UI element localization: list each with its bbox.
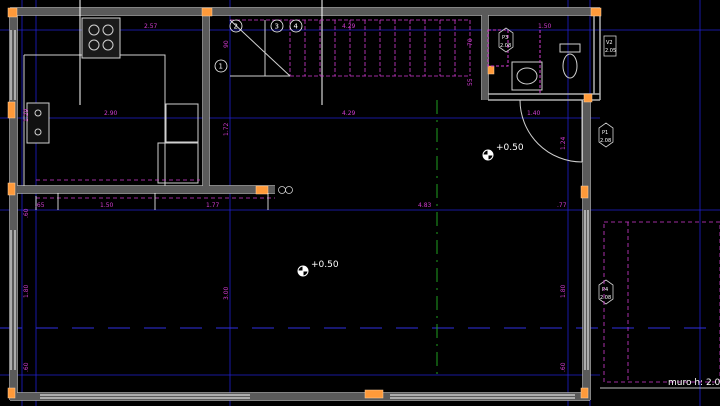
magenta-dashed bbox=[36, 179, 720, 383]
dimension-lines bbox=[35, 193, 269, 210]
dim-stair-small-a: 90 bbox=[223, 40, 230, 48]
level-label-main: +0.50 bbox=[311, 260, 339, 270]
dim-right-bottom: .60 bbox=[560, 362, 567, 372]
outlet-symbol bbox=[278, 186, 293, 194]
dim-stair-small-c: 55 bbox=[467, 78, 474, 86]
dim-kitchen-top: 2.57 bbox=[144, 23, 158, 30]
dim-left-upper: .60 bbox=[23, 208, 30, 218]
dim-left-top: 1.29 bbox=[23, 108, 30, 122]
door-tag-p1-size: 2.08 bbox=[600, 138, 611, 144]
door-tag-p1: P1 bbox=[602, 130, 608, 136]
windows bbox=[10, 30, 589, 399]
pillars bbox=[7, 7, 602, 399]
stair-markers bbox=[214, 19, 303, 73]
dim-lower-seg-2: 1.50 bbox=[100, 202, 114, 209]
bathroom-fixtures bbox=[487, 29, 583, 163]
dim-bath-right: 1.24 bbox=[560, 136, 567, 150]
level-marker-bath bbox=[482, 149, 494, 161]
kitchen-counter bbox=[23, 17, 199, 186]
door-tag-p4: P4 bbox=[602, 287, 608, 293]
window-tag-v2: V2 bbox=[606, 40, 613, 46]
door-tag-p3: P3 bbox=[502, 35, 508, 41]
window-tag-v2-size: 2.05 bbox=[605, 48, 616, 54]
tag-shapes bbox=[498, 27, 617, 305]
wall-height-note: muro h: 2.0 bbox=[668, 378, 720, 388]
stair-outline bbox=[229, 19, 291, 77]
dim-lower-seg-3: 1.77 bbox=[206, 202, 220, 209]
dim-lower-seg-5: .77 bbox=[557, 202, 567, 209]
dim-bath-top: 1.50 bbox=[538, 23, 552, 30]
door-tag-p3-size: 2.08 bbox=[500, 43, 511, 49]
dim-kitchen-counter: 2.90 bbox=[104, 110, 118, 117]
level-marker-main bbox=[297, 265, 309, 277]
dim-stair-small-b: 70 bbox=[467, 38, 474, 46]
dim-stair-left: 1.72 bbox=[223, 122, 230, 136]
dim-center: 3.00 bbox=[223, 286, 230, 300]
stair-number-1: 1 bbox=[219, 63, 223, 71]
stair-number-2: 2 bbox=[234, 23, 238, 31]
dim-lower-seg-4: 4.83 bbox=[418, 202, 432, 209]
stair-number-3: 3 bbox=[275, 23, 279, 31]
wall-fill bbox=[10, 8, 600, 400]
dim-stair-run: 4.29 bbox=[342, 110, 356, 117]
dim-left-mid: 1.80 bbox=[23, 284, 30, 298]
dim-right-mid: 1.80 bbox=[560, 284, 567, 298]
dim-left-bottom: .60 bbox=[23, 362, 30, 372]
dim-bath-door: 1.40 bbox=[527, 110, 541, 117]
dim-lower-seg-1: .65 bbox=[35, 202, 45, 209]
dim-stair-top: 4.29 bbox=[342, 23, 356, 30]
door-tag-p4-size: 2.08 bbox=[600, 295, 611, 301]
level-label-bath: +0.50 bbox=[496, 143, 524, 153]
stair-number-4: 4 bbox=[294, 23, 299, 31]
